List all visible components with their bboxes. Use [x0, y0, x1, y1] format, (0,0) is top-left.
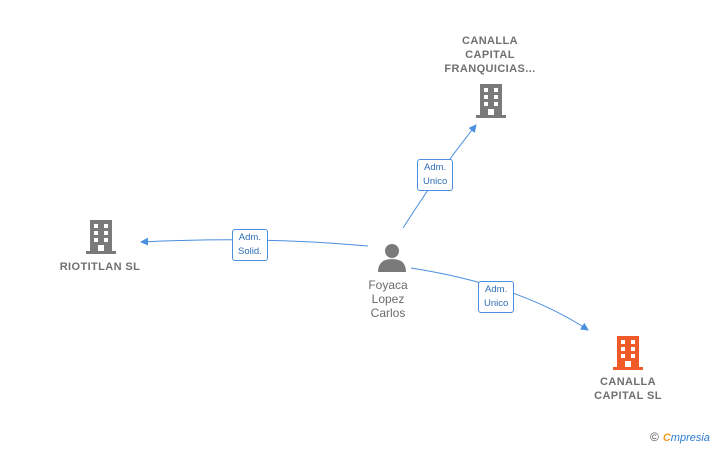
copyright-symbol: ©	[650, 430, 659, 444]
edge-label-line: Unico	[484, 298, 509, 309]
person-icon	[378, 244, 406, 272]
node-label-line: Foyaca	[368, 278, 408, 292]
node-label-line: Carlos	[370, 306, 406, 320]
node-label-line: CAPITAL SL	[594, 390, 662, 402]
edge-label-line: Solid.	[238, 246, 262, 257]
edge-label-adm-solid-riotitlan: Adm. Solid.	[232, 229, 268, 261]
node-label-line: CAPITAL	[465, 49, 515, 61]
edge-label-line: Adm.	[238, 232, 261, 243]
edge-label-adm-unico-canalla-sl: Adm. Unico	[478, 281, 515, 313]
node-label-canalla-sl[interactable]: CANALLA CAPITAL SL	[573, 375, 683, 403]
brand-logo-text: mpresia	[670, 432, 710, 444]
building-icon	[476, 84, 506, 118]
brand-logo-initial: C	[662, 432, 671, 444]
building-icon	[86, 220, 116, 254]
node-label-line: CANALLA	[600, 376, 656, 388]
node-label-line: CANALLA	[462, 35, 518, 47]
edge-label-adm-unico-franquicias: Adm. Unico	[417, 159, 454, 191]
node-label-line: RIOTITLAN SL	[59, 261, 141, 273]
edge-label-line: Adm.	[424, 162, 447, 173]
edge-label-line: Adm.	[485, 284, 508, 295]
node-label-line: FRANQUICIAS...	[444, 63, 536, 75]
building-icon	[613, 336, 643, 370]
node-label-riotitlan[interactable]: RIOTITLAN SL	[45, 260, 155, 274]
node-label-canalla-franquicias[interactable]: CANALLA CAPITAL FRANQUICIAS...	[430, 34, 550, 76]
node-label-line: Lopez	[371, 292, 405, 306]
node-label-person[interactable]: Foyaca Lopez Carlos	[348, 278, 428, 320]
edge-label-line: Unico	[423, 176, 448, 187]
empresia-watermark: ©Cmpresia	[650, 430, 710, 444]
